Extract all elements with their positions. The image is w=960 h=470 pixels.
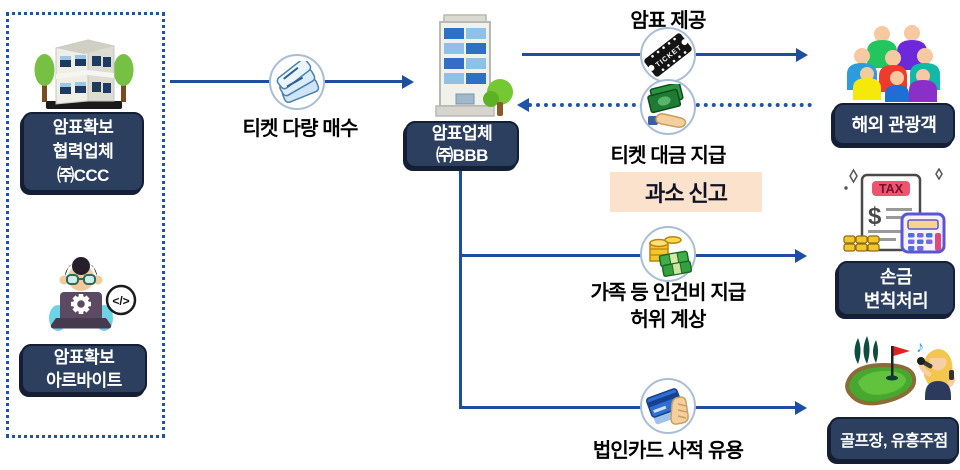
golf-course-icon <box>845 346 917 406</box>
tax-treatment-line1: 손금 <box>879 266 913 287</box>
blue-tickets-icon <box>269 54 325 110</box>
scalper-company-building-icon <box>416 12 516 120</box>
scalper-company-label: 암표업체 ㈜BBB <box>405 121 519 168</box>
black-ticket-icon: TICKET <box>640 27 696 83</box>
tree-icon <box>483 79 513 116</box>
part-timer-line1: 암표확보 <box>53 348 115 367</box>
coop-company-line1: 암표확보 <box>52 118 114 137</box>
dollar-text: $ <box>868 203 882 230</box>
microphone-icon <box>917 357 933 369</box>
coop-company-line3: ㈜CCC <box>57 166 109 185</box>
labor-cost-caption: 가족 등 인건비 지급 허위 계상 <box>543 280 793 334</box>
tree-left-icon <box>34 54 55 102</box>
tourist-crowd-icon <box>845 20 945 104</box>
scalper-company-line1: 암표업체 <box>431 123 493 143</box>
calculator-icon <box>900 212 946 254</box>
trees-icon <box>854 336 878 364</box>
office-building-icon <box>28 22 140 116</box>
scalper-company-line2: ㈜BBB <box>436 145 488 165</box>
labor-cost-line2: 허위 계상 <box>630 309 706 331</box>
under-report-badge: 과소 신고 <box>610 172 762 212</box>
coin-stack-icon <box>843 235 880 252</box>
tax-document-icon: TAX $ <box>840 168 948 262</box>
cash-hand-icon <box>640 79 696 135</box>
code-text: </> <box>112 294 129 308</box>
corp-card-caption: 법인카드 사적 유용 <box>592 440 744 462</box>
tax-text: TAX <box>879 182 904 196</box>
branch-line-vertical <box>459 170 462 409</box>
tourists-label: 해외 관광객 <box>833 103 955 145</box>
coop-company-label: 암표확보 협력업체 ㈜CCC <box>22 112 144 192</box>
code-bubble-icon: </> <box>105 284 137 316</box>
arrow-labor-cost <box>459 248 807 263</box>
part-timer-line2: 아르바이트 <box>46 371 122 390</box>
ticket-payment-caption: 티켓 대금 지급 <box>610 145 726 167</box>
coop-company-line2: 협력업체 <box>52 142 114 161</box>
arrow-corp-card <box>459 400 807 415</box>
tree-right-icon <box>113 54 134 102</box>
bulk-buy-caption: 티켓 다량 매수 <box>242 118 358 140</box>
singer-icon <box>917 349 955 400</box>
golf-karaoke-icon: ♪ <box>834 334 958 418</box>
tax-treatment-label: 손금 변칙처리 <box>837 261 955 316</box>
ticket-supply-caption: 암표 제공 <box>630 10 706 32</box>
part-timer-label: 암표확보 아르바이트 <box>21 344 147 394</box>
credit-card-hand-icon <box>640 378 696 434</box>
gear-icon <box>71 294 91 314</box>
labor-cost-line1: 가족 등 인건비 지급 <box>590 282 746 304</box>
tax-treatment-line2: 변칙처리 <box>863 290 929 311</box>
entertainment-label: 골프장, 유흥주점 <box>829 417 959 461</box>
ticket-bot-worker-icon: </> <box>36 256 140 342</box>
coins-cash-icon <box>640 226 696 282</box>
music-note-text: ♪ <box>916 339 924 356</box>
